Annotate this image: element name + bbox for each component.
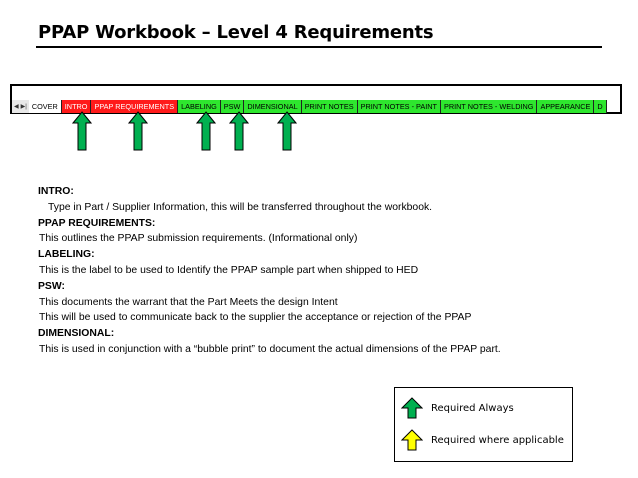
up-arrow-icon-psw bbox=[229, 111, 249, 151]
sheet-tab-strip: ◀ ▶| COVER INTRO PPAP REQUIREMENTS LABEL… bbox=[10, 84, 622, 114]
up-arrow-icon-dimensional bbox=[277, 111, 297, 151]
tab-dimensional[interactable]: DIMENSIONAL bbox=[244, 100, 302, 113]
tab-ppap-requirements[interactable]: PPAP REQUIREMENTS bbox=[91, 100, 179, 113]
tab-print-notes-paint[interactable]: PRINT NOTES - PAINT bbox=[357, 100, 441, 113]
section-text-labeling: This is the label to be used to Identify… bbox=[39, 264, 419, 276]
legend-row-required-where-applicable: Required where applicable bbox=[401, 429, 564, 451]
section-descriptions: INTRO: Type in Part / Supplier Informati… bbox=[38, 184, 618, 358]
sheet-nav-buttons: ◀ ▶| bbox=[12, 100, 29, 113]
page-title: PPAP Workbook – Level 4 Requirements bbox=[38, 22, 434, 43]
tab-d[interactable]: D bbox=[594, 100, 607, 113]
section-text-psw-2: This will be used to communicate back to… bbox=[39, 312, 472, 324]
section-heading-ppap-requirements: PPAP REQUIREMENTS: bbox=[38, 217, 156, 229]
section-text-dimensional: This is used in conjunction with a “bubb… bbox=[39, 343, 501, 355]
tab-appearance[interactable]: APPEARANCE bbox=[537, 100, 595, 113]
section-text-intro: Type in Part / Supplier Information, thi… bbox=[48, 201, 433, 213]
tab-cover[interactable]: COVER bbox=[28, 100, 62, 113]
legend-row-required-always: Required Always bbox=[401, 397, 514, 419]
legend-label-required-where-applicable: Required where applicable bbox=[431, 434, 564, 446]
section-heading-psw: PSW: bbox=[38, 280, 65, 292]
sheet-tab-row: ◀ ▶| COVER INTRO PPAP REQUIREMENTS LABEL… bbox=[12, 100, 620, 113]
legend-box: Required Always Required where applicabl… bbox=[394, 387, 573, 462]
nav-first-icon[interactable]: ◀ bbox=[14, 104, 19, 110]
tab-labeling[interactable]: LABELING bbox=[178, 100, 221, 113]
section-heading-intro: INTRO: bbox=[38, 186, 74, 197]
section-heading-dimensional: DIMENSIONAL: bbox=[38, 328, 115, 340]
tab-print-notes-welding[interactable]: PRINT NOTES - WELDING bbox=[440, 100, 538, 113]
title-divider bbox=[36, 46, 602, 48]
tab-print-notes[interactable]: PRINT NOTES bbox=[301, 100, 358, 113]
legend-label-required-always: Required Always bbox=[431, 402, 514, 414]
nav-last-icon[interactable]: ▶| bbox=[20, 104, 27, 110]
tab-intro[interactable]: INTRO bbox=[61, 100, 92, 113]
section-text-ppap-requirements: This outlines the PPAP submission requir… bbox=[39, 233, 358, 245]
yellow-up-arrow-icon bbox=[401, 429, 423, 451]
up-arrow-icon-ppap-requirements bbox=[128, 111, 148, 151]
green-up-arrow-icon bbox=[401, 397, 423, 419]
section-text-psw-1: This documents the warrant that the Part… bbox=[39, 296, 338, 308]
up-arrow-icon-intro bbox=[72, 111, 92, 151]
up-arrow-icon-labeling bbox=[196, 111, 216, 151]
tab-psw[interactable]: PSW bbox=[220, 100, 245, 113]
section-heading-labeling: LABELING: bbox=[38, 249, 95, 261]
